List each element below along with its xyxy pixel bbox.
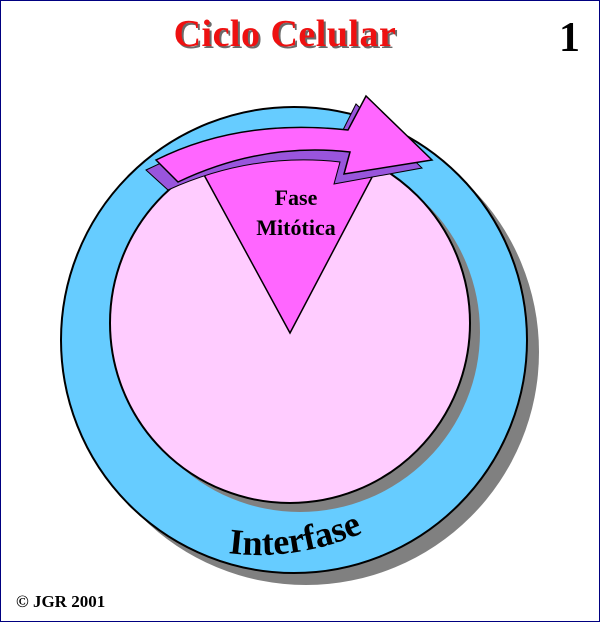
mitotic-phase-label-line1: Fase — [275, 185, 318, 210]
cycle-arrow — [154, 94, 434, 183]
slide-number: 1 — [559, 15, 580, 61]
copyright-notice: © JGR 2001 — [16, 592, 106, 611]
mitotic-phase-label-line2: Mitótica — [256, 215, 335, 240]
slide-title: Ciclo Celular — [173, 13, 397, 55]
